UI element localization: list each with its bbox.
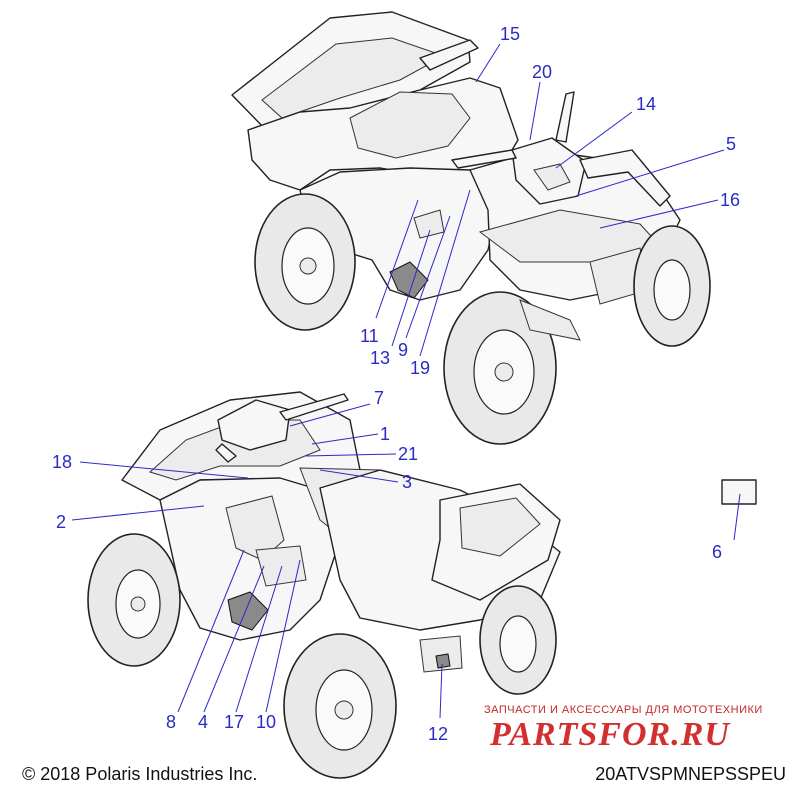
callout-9: 9 (398, 340, 408, 360)
callout-5: 5 (726, 134, 736, 154)
callout-15: 15 (500, 24, 520, 44)
callout-16: 16 (720, 190, 740, 210)
watermark: ЗАПЧАСТИ И АКСЕССУАРЫ ДЛЯ МОТОТЕХНИКИ PA… (484, 704, 784, 756)
callout-14: 14 (636, 94, 656, 114)
watermark-tagline: ЗАПЧАСТИ И АКСЕССУАРЫ ДЛЯ МОТОТЕХНИКИ (484, 704, 763, 716)
callout-3: 3 (402, 472, 412, 492)
callout-21: 21 (398, 444, 418, 464)
copyright-notice: © 2018 Polaris Industries Inc. (22, 764, 258, 784)
callout-20: 20 (532, 62, 552, 82)
callout-13: 13 (370, 348, 390, 368)
callout-4: 4 (198, 712, 208, 732)
leader-lines (71, 43, 741, 719)
diagram-code: 20ATVSPMNEPSSPEU (595, 764, 786, 784)
callout-8: 8 (166, 712, 176, 732)
callout-12: 12 (428, 724, 448, 744)
callout-10: 10 (256, 712, 276, 732)
callout-19: 19 (410, 358, 430, 378)
callout-11: 11 (360, 326, 379, 346)
atv-rear-view (87, 391, 561, 779)
callout-2: 2 (56, 512, 66, 532)
callout-6: 6 (712, 542, 722, 562)
callout-7: 7 (374, 388, 384, 408)
atv-front-view (231, 11, 711, 445)
callout-labels: 15 20 14 5 16 11 13 9 19 7 1 21 3 18 2 6… (52, 24, 740, 744)
watermark-logo: PARTSFOR.RU (490, 716, 730, 753)
callout-1: 1 (380, 424, 390, 444)
callout-17: 17 (224, 712, 244, 732)
callout-18: 18 (52, 452, 72, 472)
